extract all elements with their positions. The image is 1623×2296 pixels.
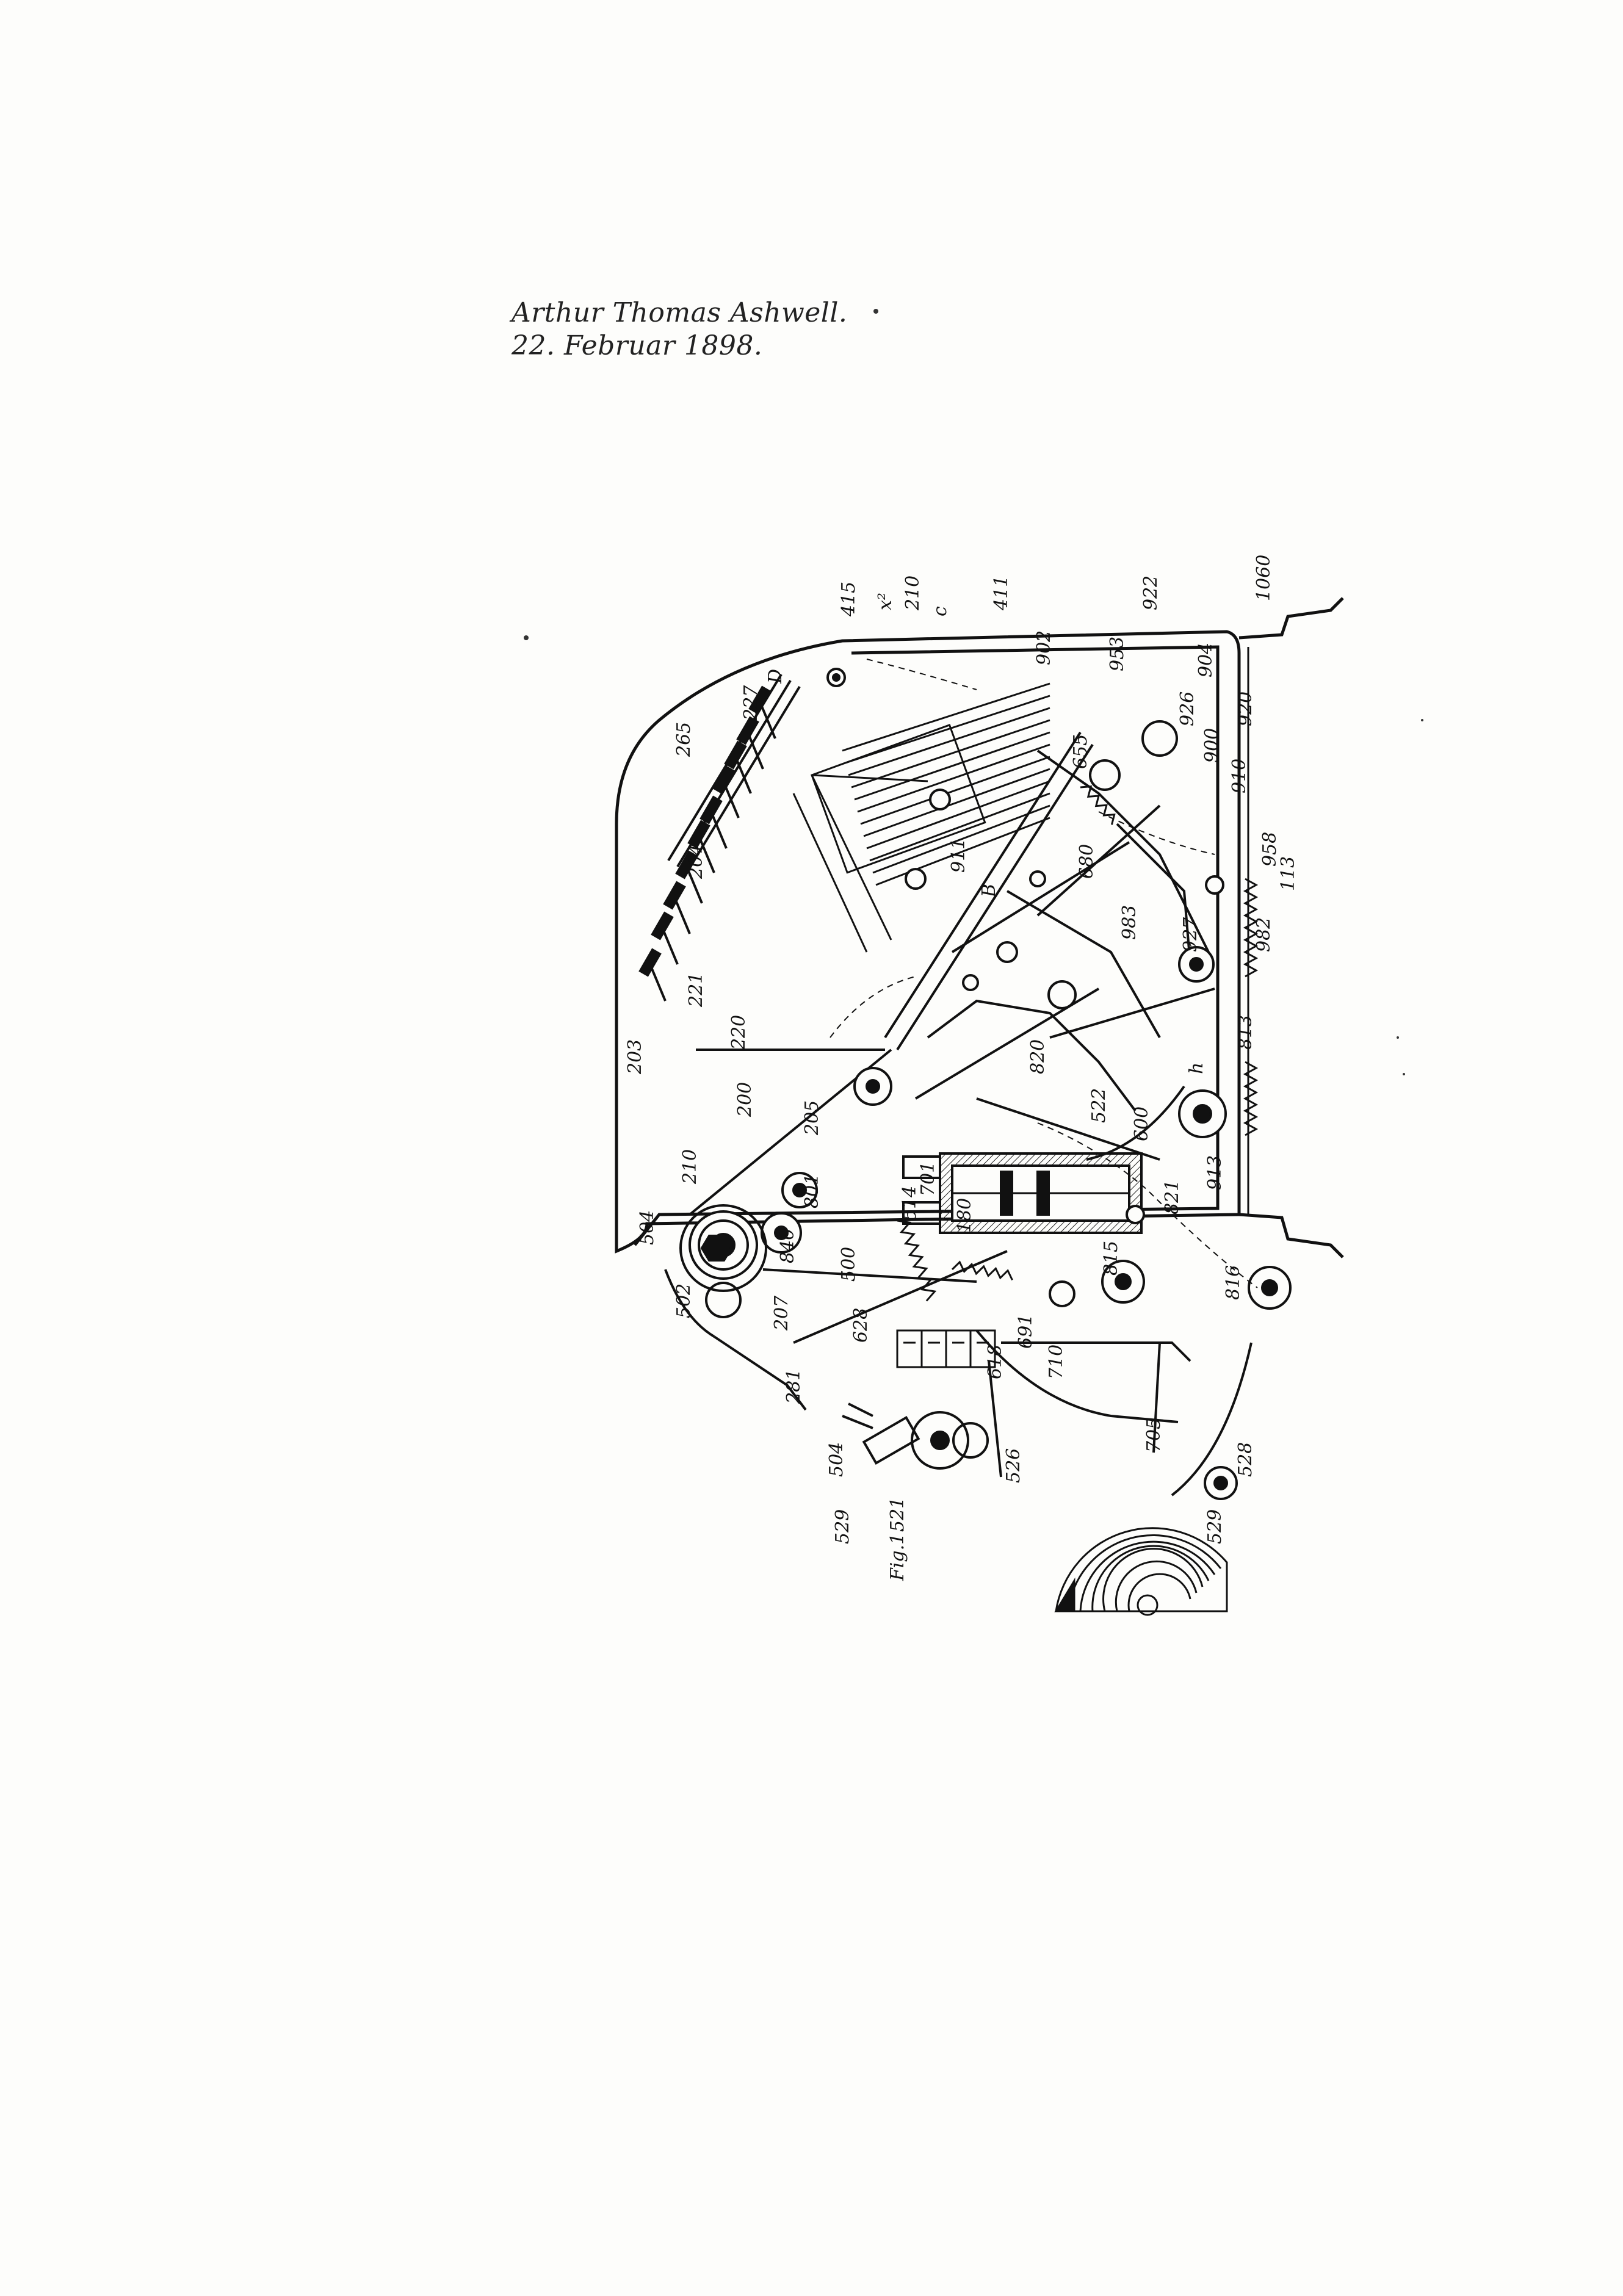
ref-label: 207	[771, 1295, 792, 1331]
ref-label: 504	[826, 1442, 847, 1477]
ref-label: 227	[740, 685, 762, 721]
ref-label: 926	[1177, 691, 1198, 726]
ref-label: 529	[1204, 1509, 1226, 1544]
ref-label: 982	[1253, 917, 1274, 952]
ref-label: 521	[887, 1497, 908, 1532]
ref-label: B	[978, 884, 1000, 898]
ref-label: 529	[832, 1509, 853, 1544]
ref-label: h	[1186, 1063, 1207, 1074]
ref-label: 913	[1204, 1155, 1226, 1190]
ref-label: 200	[734, 1082, 756, 1117]
ref-label: 210	[679, 1149, 701, 1185]
ref-label: 526	[1003, 1448, 1024, 1483]
escapement-blocks	[897, 1330, 995, 1367]
ref-label: 953	[1107, 637, 1128, 671]
ref-label: 900	[1201, 728, 1223, 763]
ref-label: 983	[1119, 905, 1140, 940]
ref-label: 618	[985, 1345, 1006, 1379]
ref-label: 701	[917, 1161, 939, 1196]
platen-assembly	[842, 1330, 1251, 1611]
paper-roll	[1056, 1528, 1227, 1615]
ref-label: 816	[1223, 1265, 1244, 1300]
ref-label: 203	[624, 1039, 646, 1075]
pivots	[690, 669, 1290, 1317]
ref-label: 180	[954, 1198, 975, 1233]
patent-date: 22. Februar 1898.	[511, 330, 763, 361]
ref-label: 221	[685, 972, 707, 1008]
ref-label: x²	[875, 593, 896, 610]
ref-label: 600	[1131, 1106, 1152, 1141]
author-name: Arthur Thomas Ashwell.	[511, 297, 848, 328]
ref-label: 265	[673, 722, 695, 757]
springs	[897, 782, 1256, 1301]
ref-label: 1060	[1253, 555, 1274, 601]
ref-label: 210	[902, 576, 924, 611]
levers	[690, 732, 1215, 1343]
ref-label: 801	[801, 1174, 823, 1208]
ref-label: 411	[991, 576, 1012, 611]
ref-label: 902	[1033, 630, 1055, 665]
ref-label: 813	[1235, 1015, 1256, 1050]
ref-label: 710	[1046, 1345, 1067, 1379]
ref-label: 958	[1259, 832, 1281, 867]
ref-label: D	[765, 669, 786, 684]
ref-label: 680	[1076, 844, 1097, 879]
ref-label: 920	[1235, 691, 1256, 726]
keyboard-keys	[640, 674, 800, 1001]
ref-label: 504	[637, 1210, 658, 1245]
ref-label: 220	[728, 1015, 750, 1050]
ref-label: 821	[1162, 1180, 1183, 1215]
machine-casing	[616, 598, 1343, 1257]
ref-label: 840	[777, 1229, 798, 1263]
ink-roller	[665, 1205, 806, 1410]
ref-label: 415	[838, 582, 859, 617]
type-bars	[793, 684, 1050, 952]
ref-label: 205	[801, 1100, 823, 1136]
ref-label: 927	[1180, 917, 1201, 952]
ref-label: 655	[1070, 734, 1091, 769]
ref-label: 910	[1229, 759, 1250, 793]
ref-label: 514	[899, 1186, 920, 1221]
ref-label: 628	[850, 1308, 872, 1343]
central-cylinder	[903, 1153, 1141, 1233]
ref-label: 204	[685, 844, 707, 879]
ref-label: 281	[783, 1369, 804, 1404]
ref-label: 705	[1143, 1418, 1165, 1453]
ref-label: 113	[1278, 856, 1299, 891]
scan-specks	[524, 309, 1423, 1075]
reference-labels: Fig.1. 1060 922 953 904 926 920 900 910 …	[624, 555, 1299, 1581]
ref-label: 922	[1140, 576, 1162, 610]
ref-label: 820	[1027, 1039, 1049, 1074]
dashed-guides	[830, 659, 1257, 1288]
ref-label: c	[930, 606, 951, 616]
figure-caption: Fig.1.	[887, 1527, 908, 1581]
ref-label: 528	[1235, 1442, 1256, 1477]
ref-label: 522	[1088, 1088, 1110, 1123]
ref-label: 911	[948, 838, 969, 873]
ref-label: 500	[838, 1247, 859, 1282]
ref-label: 691	[1015, 1314, 1036, 1349]
ref-label: 815	[1101, 1241, 1122, 1276]
ref-label: 904	[1195, 643, 1216, 677]
ref-label: 502	[673, 1283, 695, 1318]
